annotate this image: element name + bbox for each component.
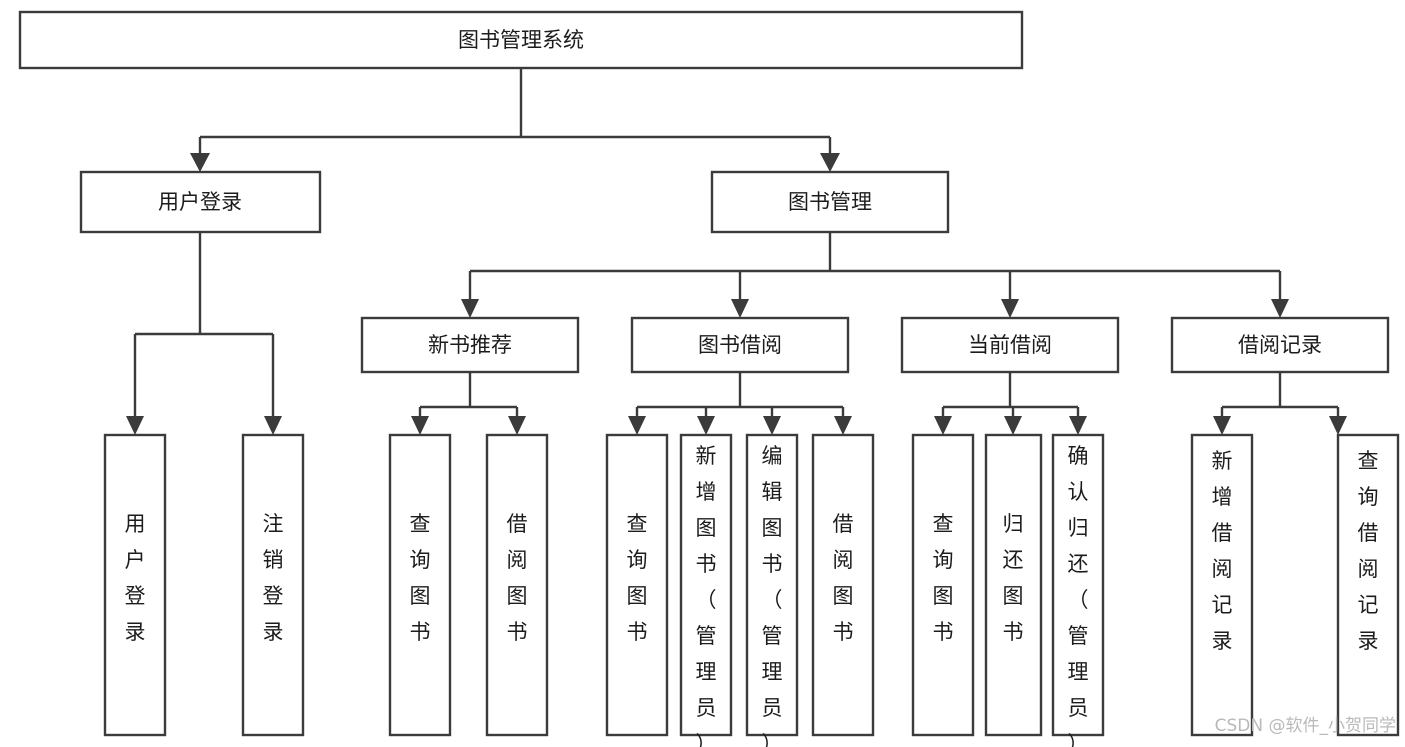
node-root[interactable]: 图书管理系统	[18, 10, 1024, 70]
arrowheads-layer	[126, 153, 1347, 435]
arrow-head-leaf-logout-login	[264, 416, 282, 435]
node-leaf-return-book-box[interactable]	[984, 433, 1043, 737]
node-borrow-record[interactable]: 借阅记录	[1170, 316, 1390, 374]
node-book-management-box[interactable]	[710, 170, 950, 234]
node-leaf-query-book-current-label: 查询图书	[933, 512, 954, 644]
node-leaf-query-book-current-box[interactable]	[911, 433, 975, 737]
node-leaf-query-book-borrow[interactable]: 查询图书	[605, 433, 669, 737]
arrow-head-current-borrow	[1001, 299, 1019, 318]
node-leaf-edit-book-admin-box[interactable]	[745, 433, 799, 737]
arrow-head-leaf-edit-book-admin	[763, 416, 781, 435]
arrow-head-new-book-recommend	[461, 299, 479, 318]
node-leaf-query-book-recommend-label: 查询图书	[410, 512, 431, 644]
node-leaf-return-book-label: 归还图书	[1003, 512, 1024, 644]
node-borrow-record-label: 借阅记录	[1238, 333, 1322, 357]
arrow-head-leaf-user-login	[126, 416, 144, 435]
node-leaf-query-borrow-record-box[interactable]	[1336, 433, 1400, 737]
node-book-management-label: 图书管理	[788, 190, 872, 214]
node-leaf-add-borrow-record-box[interactable]	[1190, 433, 1254, 737]
node-book-borrow[interactable]: 图书借阅	[630, 316, 850, 374]
node-leaf-user-login-box[interactable]	[103, 433, 167, 737]
node-root-label: 图书管理系统	[458, 28, 584, 52]
csdn-watermark: CSDN @软件_小贺同学	[1215, 716, 1396, 736]
arrow-head-leaf-borrow-book-recommend	[508, 416, 526, 435]
node-leaf-query-book-current[interactable]: 查询图书	[911, 433, 975, 737]
node-leaf-query-borrow-record[interactable]: 查询借阅记录	[1336, 433, 1400, 737]
node-leaf-edit-book-admin[interactable]: 编辑图书（管理员）	[745, 433, 799, 747]
arrow-head-leaf-query-book-current	[934, 416, 952, 435]
node-root-box[interactable]	[18, 10, 1024, 70]
node-leaf-logout-login-box[interactable]	[241, 433, 305, 737]
node-leaf-borrow-book-borrow-box[interactable]	[811, 433, 875, 737]
node-leaf-query-book-borrow-label: 查询图书	[627, 512, 648, 644]
arrow-head-leaf-add-book-admin	[697, 416, 715, 435]
arrow-head-leaf-return-book	[1004, 416, 1022, 435]
node-book-borrow-label: 图书借阅	[698, 333, 782, 357]
node-user-login-label: 用户登录	[158, 190, 242, 214]
node-leaf-borrow-book-recommend-box[interactable]	[485, 433, 549, 737]
node-leaf-logout-login[interactable]: 注销登录	[241, 433, 305, 737]
node-leaf-user-login[interactable]: 用户登录	[103, 433, 167, 737]
node-current-borrow-box[interactable]	[900, 316, 1120, 374]
arrow-head-leaf-confirm-return-admin	[1069, 416, 1087, 435]
node-leaf-query-book-recommend-box[interactable]	[388, 433, 452, 737]
node-leaf-borrow-book-borrow-label: 借阅图书	[833, 512, 854, 644]
node-leaf-query-book-borrow-box[interactable]	[605, 433, 669, 737]
arrow-head-book-management	[820, 153, 840, 172]
node-leaf-logout-login-label: 注销登录	[263, 512, 284, 644]
node-user-login-box[interactable]	[79, 170, 322, 234]
node-new-book-recommend-label: 新书推荐	[428, 333, 512, 357]
node-leaf-add-book-admin-label: 新增图书（管理员）	[696, 444, 717, 747]
node-leaf-return-book[interactable]: 归还图书	[984, 433, 1043, 737]
arrow-head-user-login	[190, 153, 210, 172]
arrow-head-leaf-query-borrow-record	[1329, 416, 1347, 435]
arrow-head-leaf-query-book-borrow	[628, 416, 646, 435]
arrow-head-leaf-query-book-recommend	[411, 416, 429, 435]
node-leaf-borrow-book-recommend[interactable]: 借阅图书	[485, 433, 549, 737]
arrow-head-borrow-record	[1271, 299, 1289, 318]
node-user-login[interactable]: 用户登录	[79, 170, 322, 234]
node-new-book-recommend[interactable]: 新书推荐	[360, 316, 580, 374]
node-leaf-query-borrow-record-label: 查询借阅记录	[1358, 449, 1379, 653]
arrow-head-leaf-borrow-book-borrow	[834, 416, 852, 435]
node-leaf-add-book-admin-box[interactable]	[679, 433, 733, 737]
node-leaf-query-book-recommend[interactable]: 查询图书	[388, 433, 452, 737]
node-current-borrow-label: 当前借阅	[968, 333, 1052, 357]
node-new-book-recommend-box[interactable]	[360, 316, 580, 374]
arrow-head-leaf-add-borrow-record	[1213, 416, 1231, 435]
node-leaf-user-login-label: 用户登录	[125, 512, 146, 644]
node-book-management[interactable]: 图书管理	[710, 170, 950, 234]
node-current-borrow[interactable]: 当前借阅	[900, 316, 1120, 374]
node-leaf-borrow-book-borrow[interactable]: 借阅图书	[811, 433, 875, 737]
node-leaf-borrow-book-recommend-label: 借阅图书	[507, 512, 528, 644]
node-leaf-add-borrow-record[interactable]: 新增借阅记录	[1190, 433, 1254, 737]
node-leaf-add-borrow-record-label: 新增借阅记录	[1212, 449, 1233, 653]
node-leaf-add-book-admin[interactable]: 新增图书（管理员）	[679, 433, 733, 747]
node-borrow-record-box[interactable]	[1170, 316, 1390, 374]
node-leaf-confirm-return-admin-box[interactable]	[1051, 433, 1105, 737]
node-book-borrow-box[interactable]	[630, 316, 850, 374]
arrow-head-book-borrow	[731, 299, 749, 318]
node-leaf-edit-book-admin-label: 编辑图书（管理员）	[762, 444, 783, 747]
node-leaf-confirm-return-admin-label: 确认归还（管理员）	[1068, 444, 1089, 747]
node-leaf-confirm-return-admin[interactable]: 确认归还（管理员）	[1051, 433, 1105, 747]
